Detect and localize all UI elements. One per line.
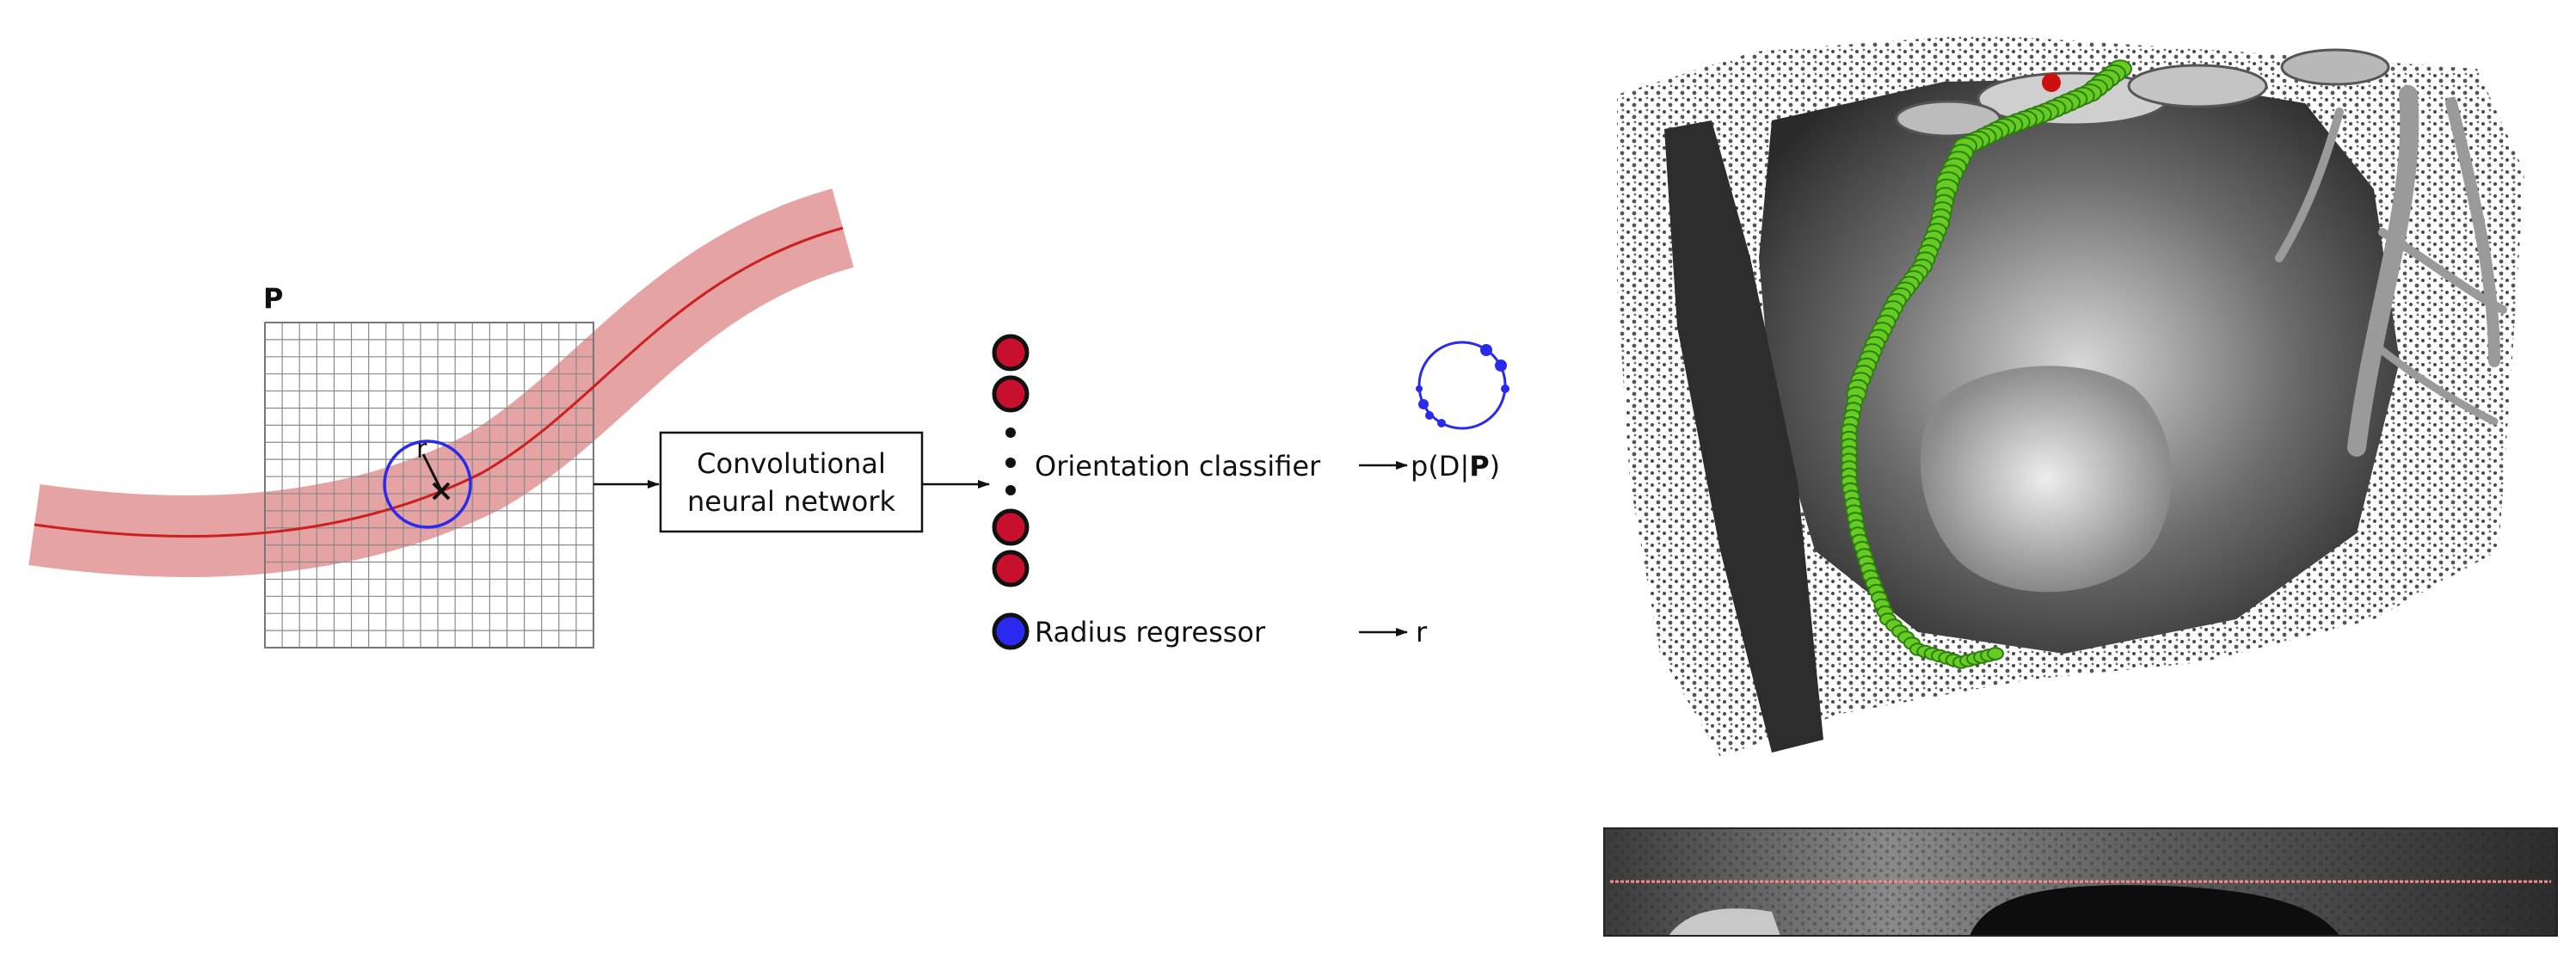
classifier-node	[992, 508, 1030, 546]
radius-label: r	[416, 434, 427, 464]
classifier-label: Orientation classifier	[1035, 450, 1321, 483]
radius-circle	[383, 440, 472, 529]
center-cross-icon	[432, 482, 451, 501]
classifier-node	[992, 375, 1030, 413]
network-box: Convolutional neural network	[659, 431, 924, 533]
tracked-vessel	[1841, 59, 2132, 669]
network-label-line2: neural network	[687, 485, 896, 518]
classifier-node	[992, 334, 1030, 372]
ellipsis-dot	[1005, 427, 1016, 438]
regressor-label: Radius regressor	[1035, 616, 1266, 649]
classifier-result: p(D|P)	[1411, 450, 1500, 483]
regressor-result: r	[1416, 616, 1428, 649]
left-vessel-column	[1664, 120, 1823, 753]
orientation-distribution-icon	[1416, 341, 1509, 430]
vessel-schematic: r P	[28, 188, 855, 649]
network-label-line1: Convolutional	[697, 447, 886, 480]
right-vessel-tree	[2275, 85, 2507, 457]
cardiac-volume-rendering	[1617, 34, 2524, 757]
ellipsis-dot	[1005, 458, 1016, 468]
heart-body	[1759, 77, 2400, 654]
classifier-node	[992, 550, 1030, 587]
ellipsis-dot	[1005, 485, 1016, 495]
cpr-strip	[1603, 827, 2558, 937]
regressor-node	[992, 612, 1030, 650]
vessel-centerline	[34, 226, 844, 538]
top-disc	[2127, 64, 2268, 108]
patch-label: P	[263, 282, 283, 315]
seed-point-marker	[2042, 73, 2061, 92]
radius-line	[421, 453, 443, 491]
vessel-bead	[1987, 647, 2004, 661]
heart-chamber	[1920, 366, 2172, 593]
top-disc	[2280, 48, 2390, 86]
output-nodes	[992, 334, 1030, 650]
